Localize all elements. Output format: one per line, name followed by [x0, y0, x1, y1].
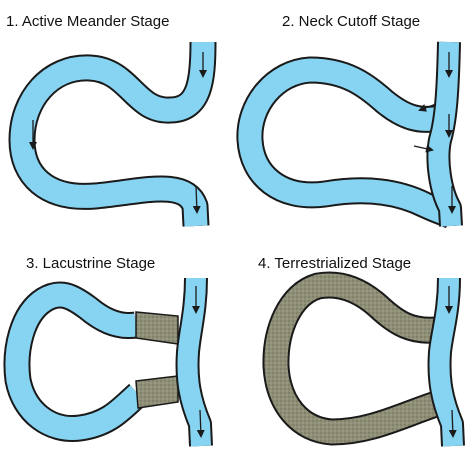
- panel-1-title: 1. Active Meander Stage: [6, 13, 169, 30]
- panel-1-active-meander: 1. Active Meander Stage: [6, 13, 203, 226]
- sediment-plug: [136, 376, 178, 408]
- panel-2-neck-cutoff: 2. Neck Cutoff Stage: [250, 13, 452, 226]
- panel-4-terrestrialized: 4. Terrestrialized Stage: [258, 255, 453, 446]
- panel-3-lacustrine: 3. Lacustrine Stage: [17, 255, 201, 446]
- panel-2-title: 2. Neck Cutoff Stage: [282, 13, 420, 30]
- panel-4-title: 4. Terrestrialized Stage: [258, 255, 411, 272]
- sediment-plug: [136, 312, 178, 344]
- panel-3-title: 3. Lacustrine Stage: [26, 255, 155, 272]
